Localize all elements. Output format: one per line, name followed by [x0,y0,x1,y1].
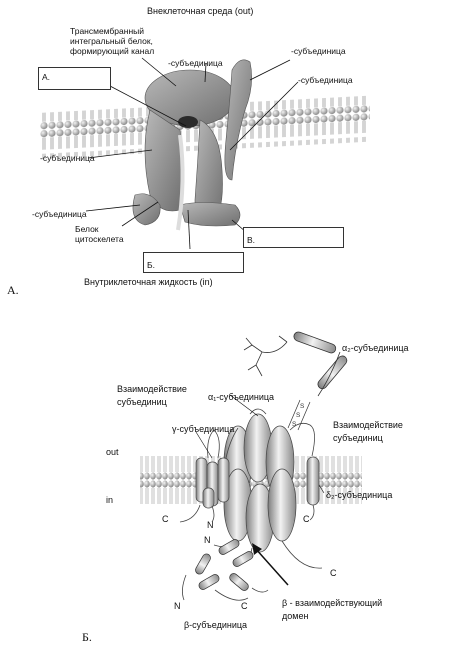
s-bond-3: S [292,421,297,428]
disulfide-bridges [287,399,311,431]
subunit-label-right2: -субъединица [298,75,353,85]
alpha2-subunit [243,331,348,397]
in-label: Внутриклеточная жидкость (in) [84,277,213,287]
c-terminal-beta: C [241,601,248,611]
subunit-label-bottom: -субъединица [32,209,87,219]
c-terminal-3: C [330,568,337,578]
cytoskeleton-label-line1: Белок [75,224,99,234]
out-label-b: out [106,447,119,457]
alpha1-label: α₁-субъединица [208,392,275,402]
interaction-label-left-2: субъединиц [117,397,167,407]
cytoskeleton-label-line2: цитоскелета [75,234,124,244]
subunit-label-right1: -субъединица [291,46,346,56]
n-terminal-beta: N [174,601,181,611]
answer-box-v[interactable]: В. [243,227,344,248]
s-bond-1: S [300,403,305,410]
c-terminal-1: C [162,514,169,524]
gamma-subunit [195,457,230,509]
beta-domain-label-1: β - взаимодействующий [282,598,383,608]
panel-letter-a: А. [7,283,19,297]
interaction-label-right-1: Взаимодействие [333,420,403,430]
subunit-label-top: -субъединица [168,58,223,68]
protein-label-line2: интегральный белок, [70,36,153,46]
alpha2-label: α₂-субъединица [342,343,409,353]
answer-box-a[interactable]: А. [38,67,111,90]
n-terminal-2: N [204,535,211,545]
answer-box-b[interactable]: Б. [143,252,244,273]
panel-letter-b: Б. [82,630,92,644]
subunit-label-left: -субъединица [40,153,95,163]
interaction-label-right-2: субъединиц [333,433,383,443]
s-bond-2: S [296,412,301,419]
in-label-b: in [106,495,114,505]
n-terminal-1: N [207,520,214,530]
out-label: Внеклеточная среда (out) [147,6,254,16]
beta-label: β-субъединица [184,620,247,630]
beta-interaction-arrow [252,543,289,586]
channel-pore [178,116,198,128]
c-terminal-2: C [303,514,310,524]
intracellular-tails [179,504,323,569]
alpha1-subunit [223,413,297,553]
channel-diagram-a [40,57,370,250]
beta-subunit [195,539,254,591]
gamma-label: γ-субъединица [172,424,235,434]
delta2-label: δ₂-субъединица [326,490,393,500]
interaction-label-left-1: Взаимодействие [117,384,187,394]
beta-loops [182,574,269,601]
protein-label-line1: Трансмембранный [70,26,145,36]
delta2-subunit [306,456,320,506]
protein-label-line3: формирующий канал [70,46,155,56]
beta-domain-label-2: домен [282,611,309,621]
